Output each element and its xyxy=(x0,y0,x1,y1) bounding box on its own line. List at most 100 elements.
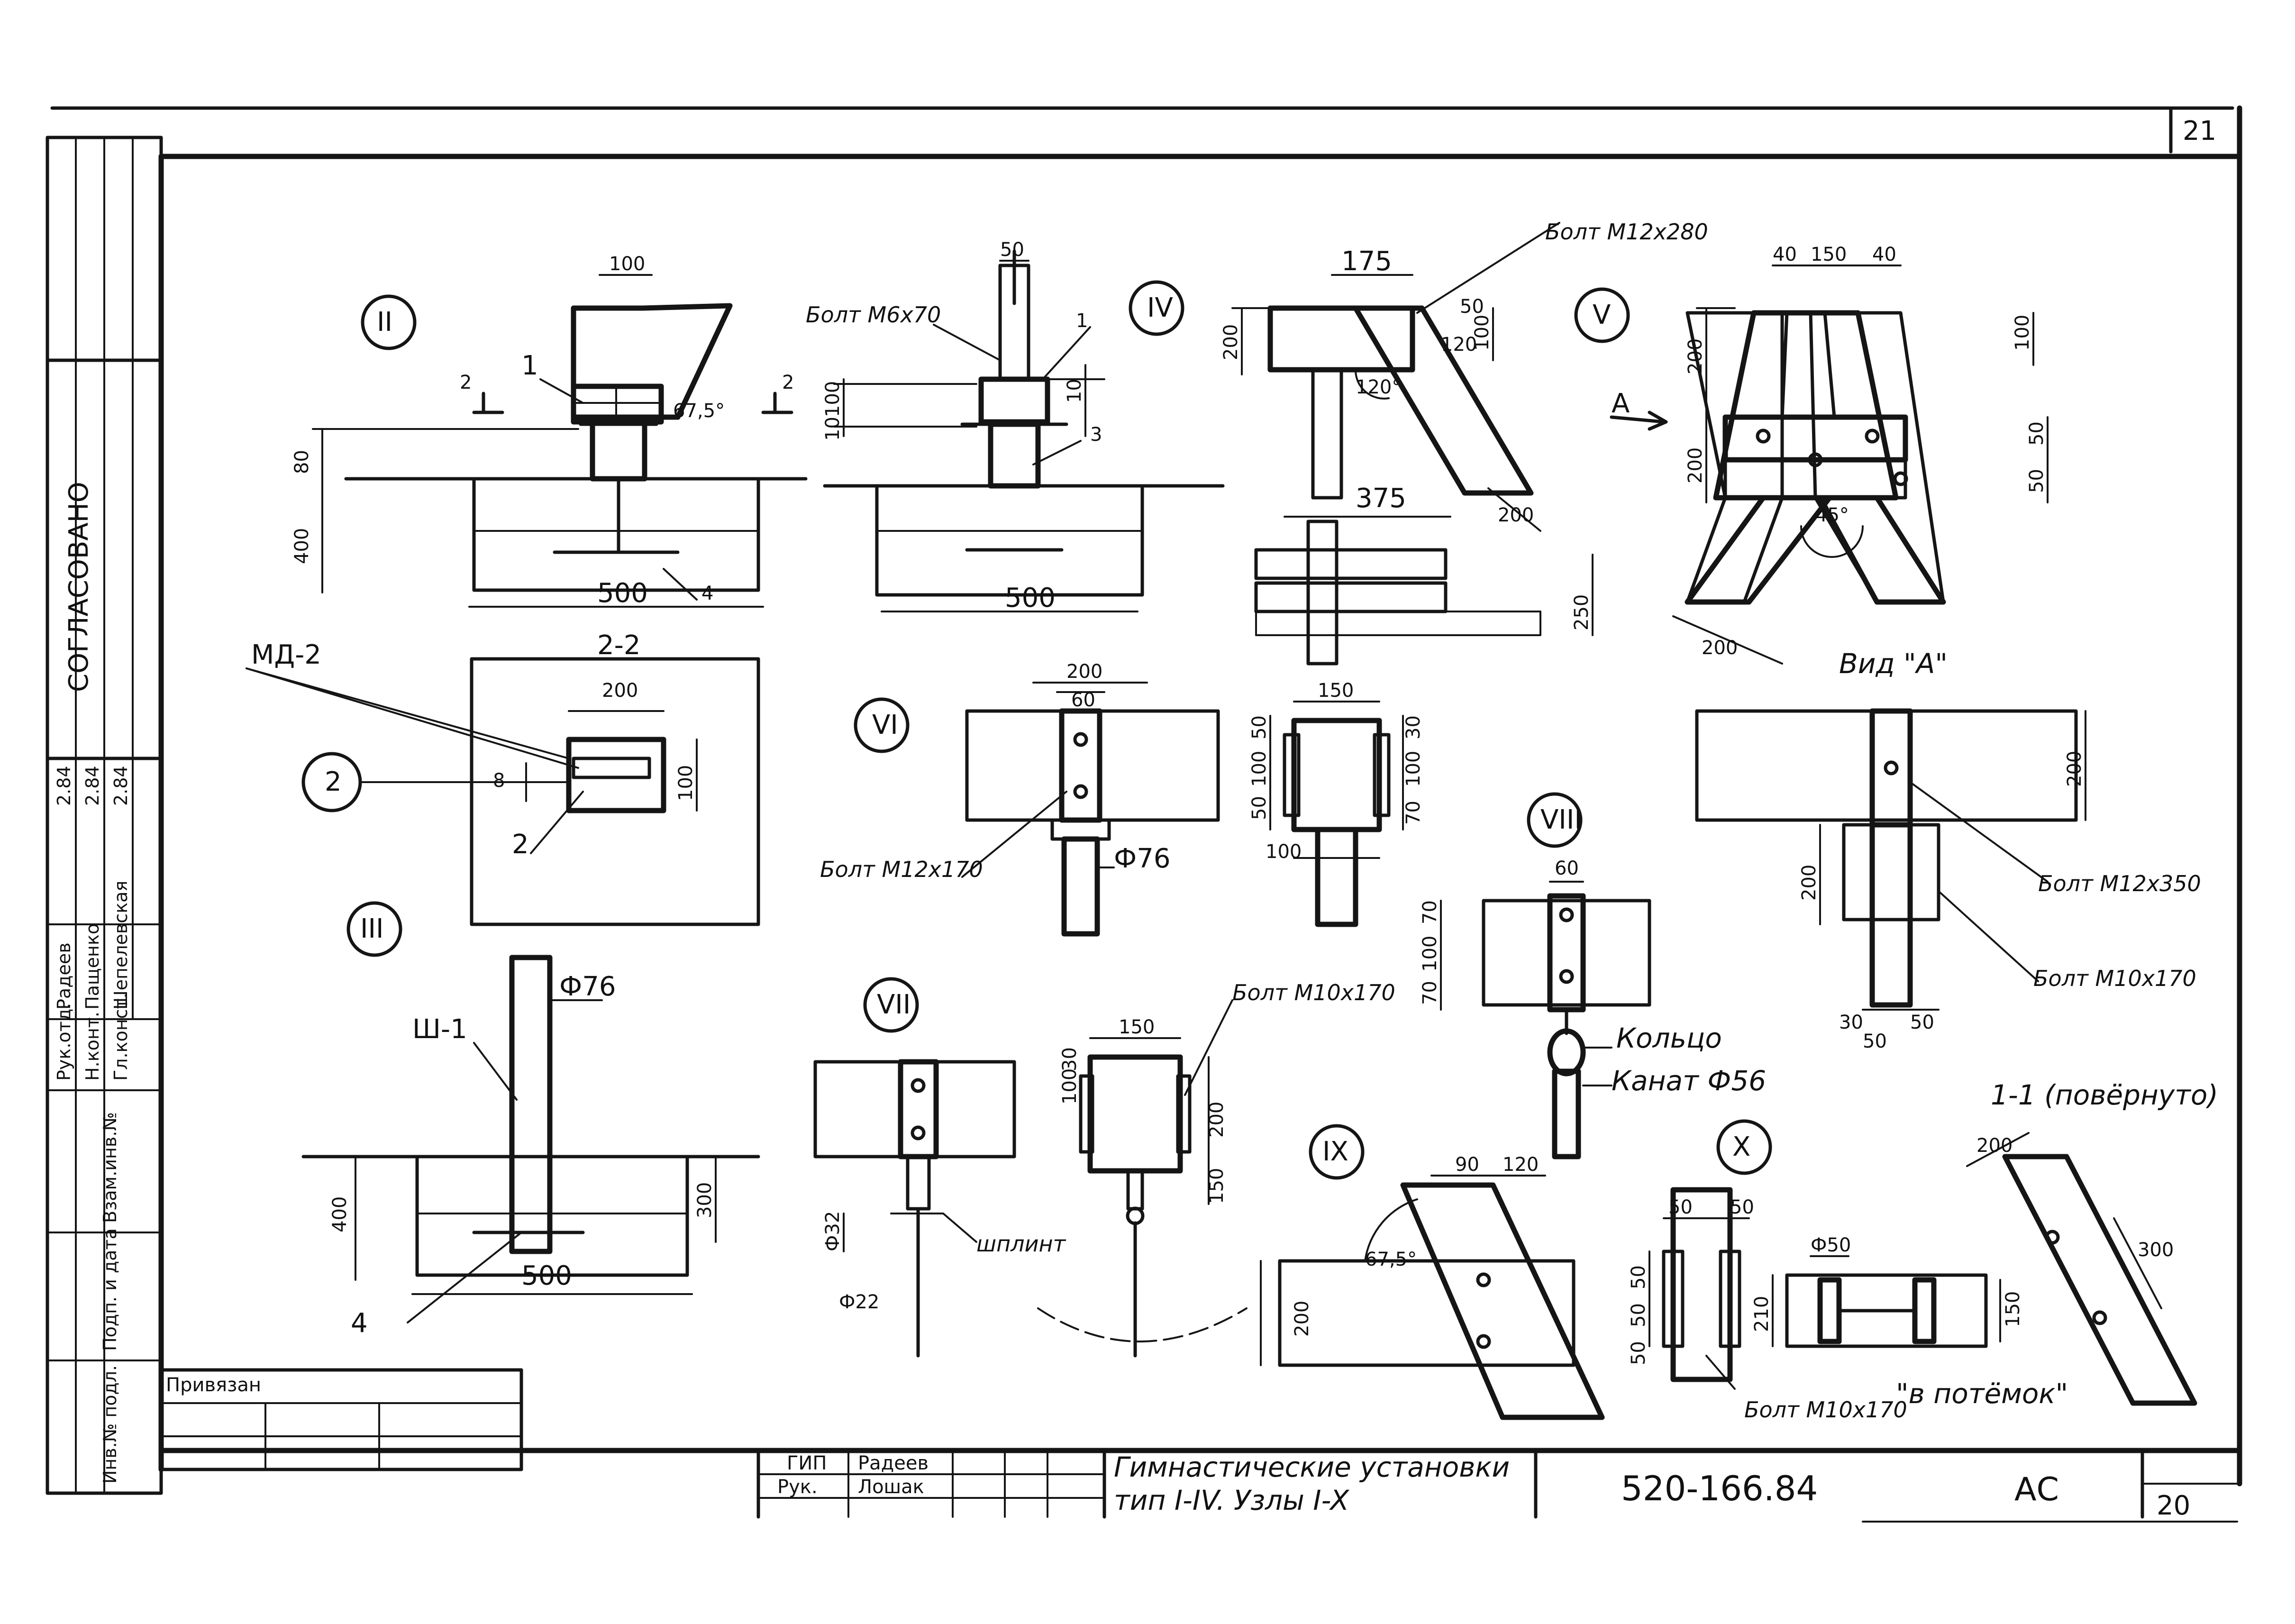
section-1-1-dim-200: 200 xyxy=(1976,1135,2013,1157)
node-IV-dim-100: 100 xyxy=(822,381,844,417)
node-IX-dim-200: 200 xyxy=(1291,1301,1313,1337)
stamp-role-2: Н.конт. xyxy=(82,1012,103,1081)
title-block-name-2: Лошак xyxy=(858,1476,924,1498)
stamp-soglasovano: СОГЛАСОВАНО xyxy=(64,482,94,692)
axis-2-marker: 2 xyxy=(325,766,342,797)
node-II-drawing xyxy=(312,274,808,608)
section-1-1-side-dim-200a: 200 xyxy=(2064,751,2086,787)
stamp-role-1: Рук.отд. xyxy=(54,1003,74,1081)
node-III-dim-500: 500 xyxy=(521,1260,572,1291)
node-III-drawing xyxy=(301,901,760,1323)
node-VI-dim-60: 60 xyxy=(1071,689,1095,711)
node-X-dim-150: 150 xyxy=(2002,1291,2024,1327)
node-V-dim-250: 250 xyxy=(1571,594,1593,630)
stamp-name-3: Шепелевская xyxy=(110,881,131,1010)
section-1-1-side-dim-50a: 50 xyxy=(1863,1031,1887,1052)
node-IX-dim-90: 90 xyxy=(1455,1154,1479,1176)
node-V-dim-100: 100 xyxy=(1471,315,1493,351)
node-X-dim-50d: 50 xyxy=(1628,1303,1649,1327)
node-III-label-4: 4 xyxy=(351,1308,368,1339)
section-2-2-dim-200: 200 xyxy=(602,680,638,702)
node-VII-label-splint: шплинт xyxy=(976,1231,1066,1257)
node-X-dim-50c: 50 xyxy=(1628,1265,1649,1289)
node-II-dim-100: 100 xyxy=(609,253,645,275)
node-IV-label-3: 3 xyxy=(1090,424,1102,446)
node-V-dim-120deg: 120° xyxy=(1356,376,1401,398)
node-II-dim-400: 400 xyxy=(291,528,313,564)
node-IV-dim-10b: 10 xyxy=(822,417,844,441)
node-VIII-dim-60: 60 xyxy=(1555,858,1579,879)
node-IX-drawing xyxy=(1260,1124,1605,1420)
node-VII-label-bolt: Болт М10х170 xyxy=(1232,980,1395,1005)
node-X-dim-f50: Ф50 xyxy=(1811,1234,1851,1256)
view-A-dim-200a: 200 xyxy=(1685,338,1706,374)
view-A-caption: Вид "А" xyxy=(1839,648,1948,680)
node-IV-drawing xyxy=(823,249,1225,612)
node-VI-dim-100a: 100 xyxy=(1248,751,1270,787)
node-VII-dim-200: 200 xyxy=(1206,1102,1228,1138)
node-IX-dim-angle: 67,5° xyxy=(1365,1249,1417,1270)
node-II-label-1: 1 xyxy=(521,350,538,381)
node-VI-drawing xyxy=(854,682,1404,937)
view-A-dim-150: 150 xyxy=(1811,244,1847,265)
node-IX-marker: IX xyxy=(1322,1136,1348,1167)
section-2-2-dim-100: 100 xyxy=(675,765,697,801)
title-block-gip: ГИП xyxy=(787,1452,827,1474)
node-X-label-bolt: Болт М10х170 xyxy=(1744,1397,1907,1423)
view-A-dim-50a: 50 xyxy=(2026,421,2048,446)
node-III-marker: III xyxy=(360,913,384,944)
title-block xyxy=(159,1368,2240,1523)
stamp-date-2: 2.84 xyxy=(82,766,103,806)
view-A-dim-45: 45° xyxy=(1815,504,1849,526)
node-VII-dim-f32: Ф32 xyxy=(822,1211,844,1251)
node-VII-drawing xyxy=(813,977,1248,1358)
view-A-dim-50b: 50 xyxy=(2026,469,2048,493)
left-stamp xyxy=(46,136,163,1495)
node-X-dim-50e: 50 xyxy=(1628,1341,1649,1365)
node-X-dim-210: 210 xyxy=(1751,1296,1773,1332)
node-VIII-dim-100: 100 xyxy=(1419,936,1441,972)
section-1-1-side-dim-30: 30 xyxy=(1839,1012,1863,1033)
section-2-2-dim-8: 8 xyxy=(493,770,505,792)
node-VIII-dim-70b: 70 xyxy=(1419,981,1441,1005)
node-IV-dim-10a: 10 xyxy=(1064,379,1085,403)
section-2-2-label-md2: МД-2 xyxy=(251,639,321,670)
node-X-label-flush: "в потёмок" xyxy=(1896,1378,2068,1410)
view-A-dim-40a: 40 xyxy=(1773,244,1797,265)
node-V-dim-200b: 200 xyxy=(1498,504,1534,526)
drawing-title-line-2: тип I-IV. Узлы I-X xyxy=(1114,1484,1349,1516)
node-V-marker: V xyxy=(1593,300,1611,330)
node-VII-dim-100: 100 xyxy=(1059,1068,1081,1104)
title-block-name-1: Радеев xyxy=(858,1452,929,1474)
node-II-label-2-left: 2 xyxy=(460,372,472,393)
node-II-dim-angle: 67,5° xyxy=(673,400,725,422)
node-III-dim-300: 300 xyxy=(694,1182,716,1218)
section-1-1-label-bolt-170: Болт М10х170 xyxy=(2033,966,2196,991)
node-VI-dim-100c: 100 xyxy=(1266,841,1302,863)
view-A-drawing xyxy=(1610,265,2049,665)
stamp-side-label-2: Подп. и дата xyxy=(100,1228,120,1351)
node-VII-dim-30: 30 xyxy=(1059,1047,1081,1071)
node-VIII-label-ring: Кольцо xyxy=(1616,1022,1722,1054)
node-IV-dim-50: 50 xyxy=(1000,239,1024,261)
view-A-dim-100: 100 xyxy=(2012,315,2033,351)
section-2-2-label-2: 2 xyxy=(512,829,529,860)
stamp-side-label-1: Взам.инв.№ xyxy=(100,1112,120,1223)
stamp-side-label-3: Инв.№ подл. xyxy=(100,1365,120,1484)
view-A-dim-40b: 40 xyxy=(1872,244,1896,265)
node-VI-dim-30: 30 xyxy=(1402,715,1424,739)
section-1-1-side-dim-200b: 200 xyxy=(1798,865,1820,901)
node-VI-dim-f76: Ф76 xyxy=(1114,843,1170,874)
sheet-number: 20 xyxy=(2157,1490,2190,1521)
node-IV-dim-500: 500 xyxy=(1005,583,1056,613)
node-V-label-bolt: Болт М12х280 xyxy=(1545,219,1708,245)
document-code: 520-166.84 xyxy=(1621,1469,1818,1508)
section-2-2-title: 2-2 xyxy=(597,630,640,661)
node-II-dim-500: 500 xyxy=(597,578,648,609)
node-VIII-drawing xyxy=(1440,792,1651,1159)
node-V-dim-120: 120 xyxy=(1441,334,1477,356)
node-X-drawing xyxy=(1648,1119,2001,1390)
section-1-1-side-dim-50b: 50 xyxy=(1910,1012,1934,1033)
node-III-dim-400: 400 xyxy=(329,1196,351,1232)
title-block-ruk: Рук. xyxy=(777,1476,818,1498)
